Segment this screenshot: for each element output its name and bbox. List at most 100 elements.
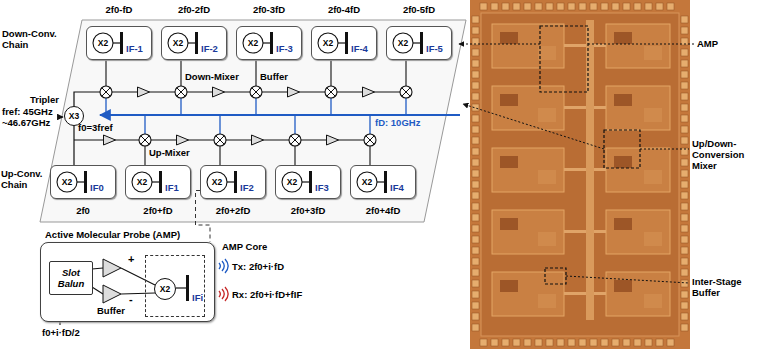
block-illustration <box>126 166 192 200</box>
lo-wire <box>74 92 406 106</box>
multiplier-block: X2IF-3 <box>236 26 302 60</box>
mixer-cross <box>327 88 335 96</box>
port-label: IF4 <box>390 182 404 193</box>
radiation-wave <box>225 259 228 273</box>
bond-pad <box>472 82 479 89</box>
signal-label: Buffer <box>97 305 125 316</box>
bond-pad <box>634 339 641 346</box>
fd-tap <box>144 115 145 134</box>
bond-pad <box>681 115 688 122</box>
block-illustration <box>351 166 417 200</box>
signal-label: 2f0-5fD <box>386 4 452 15</box>
mixer-symbol <box>250 86 262 98</box>
antenna-symbol <box>345 32 348 54</box>
circuit-detail <box>538 170 556 184</box>
bond-pad <box>681 71 688 78</box>
mixer-cross <box>366 136 374 144</box>
signal-label: 2f0+3fD <box>275 205 341 216</box>
signal-label: - <box>129 294 133 305</box>
signal-label: + <box>128 254 134 265</box>
bond-pad <box>472 71 479 78</box>
callout-label: Up/Down-Conversion Mixer <box>692 138 758 171</box>
bond-pad <box>502 339 509 346</box>
circuit-detail <box>500 156 518 168</box>
circuit-detail <box>614 94 632 106</box>
bond-pad <box>524 339 531 346</box>
bond-pad <box>480 3 487 10</box>
bond-pad <box>667 3 674 10</box>
circuit-detail <box>500 32 518 44</box>
if-feed-wire <box>219 146 220 165</box>
antenna-symbol <box>270 32 273 54</box>
bond-pad <box>681 225 688 232</box>
doubler-symbol <box>207 172 227 192</box>
port-label: IF-2 <box>201 43 218 54</box>
bond-pad <box>557 339 564 346</box>
bond-pad <box>681 192 688 199</box>
fd-tap <box>255 98 256 115</box>
fd-tap <box>180 98 181 115</box>
mixer-cross <box>327 88 335 96</box>
bond-pad <box>472 192 479 199</box>
bond-pad <box>535 3 542 10</box>
lo-wire <box>73 126 74 165</box>
mixer-symbol <box>139 134 151 146</box>
bond-pad <box>681 159 688 166</box>
if-feed-wire <box>369 146 370 165</box>
block-label: X2 <box>207 177 227 188</box>
bond-pad <box>472 214 479 221</box>
fd-tap <box>219 115 220 134</box>
if-feed-wire <box>105 60 106 86</box>
mixer-symbol <box>175 86 187 98</box>
mixer-cross <box>402 88 410 96</box>
highlight-box <box>545 268 566 284</box>
feed-line <box>113 42 120 43</box>
bond-pad <box>681 247 688 254</box>
port-label: IF-4 <box>351 43 368 54</box>
circuit-block <box>606 24 670 68</box>
if-feed-wire <box>180 60 181 86</box>
die-photo <box>470 0 690 349</box>
signal-label: 2f0+2fD <box>200 205 266 216</box>
buffer-symbol <box>213 87 225 97</box>
circuit-block <box>492 210 564 254</box>
bond-pad <box>681 170 688 177</box>
bond-pad <box>472 236 479 243</box>
bond-pad <box>472 302 479 309</box>
block-illustration <box>201 166 267 200</box>
bond-pad <box>472 203 479 210</box>
multiplier-block: X2IF-2 <box>161 26 227 60</box>
chip-core-area <box>481 13 679 336</box>
mixer-symbol <box>400 86 412 98</box>
bond-pad <box>681 269 688 276</box>
leader-line <box>640 149 689 150</box>
mixer-cross <box>216 136 224 144</box>
buffer-symbol <box>288 87 300 97</box>
bond-pad <box>472 269 479 276</box>
bond-pad <box>612 339 619 346</box>
mixer-cross <box>291 136 299 144</box>
port-label: IFi <box>192 292 203 303</box>
bond-pad <box>601 339 608 346</box>
interconnect <box>564 44 586 47</box>
circuit-detail <box>538 232 556 246</box>
interconnect <box>564 230 586 233</box>
signal-label: Tx: 2f0+i·fD <box>232 261 284 272</box>
if-feed-wire <box>330 60 331 86</box>
bond-pad <box>681 16 688 23</box>
bond-pad <box>656 339 663 346</box>
multiplier-block: X2IF-5 <box>386 26 452 60</box>
balun-box: Slot Balun <box>49 261 93 295</box>
feed-line <box>77 181 84 182</box>
interconnect <box>594 168 606 171</box>
interconnect <box>564 168 586 171</box>
mixer-symbol <box>289 134 301 146</box>
bond-pad <box>681 82 688 89</box>
bond-pad <box>681 104 688 111</box>
bond-pad <box>472 126 479 133</box>
block-label: X2 <box>393 38 413 49</box>
signal-label: 2f0 <box>50 205 116 216</box>
block-illustration <box>87 27 153 61</box>
block-label: AMP Core <box>222 241 267 252</box>
fd-tap <box>294 115 295 134</box>
